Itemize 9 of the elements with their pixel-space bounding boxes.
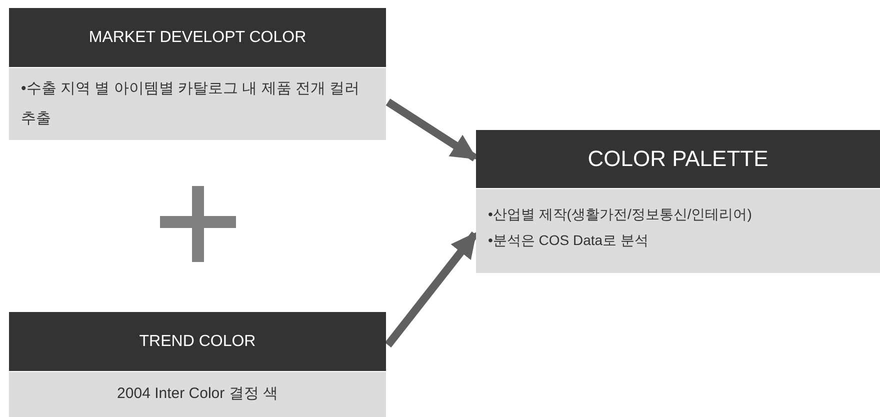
body-text: •수출 지역 별 아이템별 카탈로그 내 제품 전개 컬러 추출 [21,79,361,129]
heading: COLOR PALETTE [588,146,768,172]
body-text: •산업별 제작(생활가전/정보통신/인테리어) [488,205,753,224]
heading: MARKET DEVELOPT COLOR [88,28,306,46]
arrow [386,98,478,162]
body-text: 2004 Inter Color 결정 색 [116,384,279,404]
heading: TREND COLOR [139,332,256,350]
arrow [384,232,478,348]
body-text: •분석은 COS Data로 분석 [488,231,650,250]
